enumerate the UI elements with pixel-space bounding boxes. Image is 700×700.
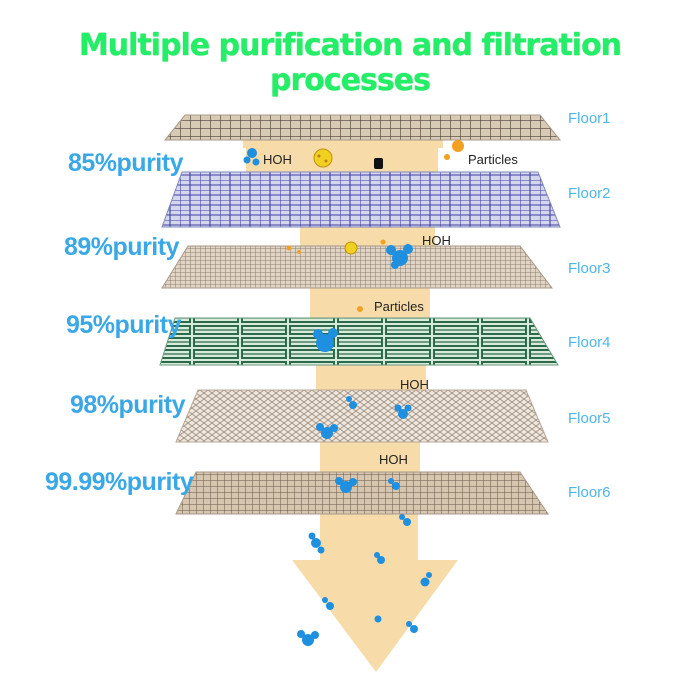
diagram-title: Multiple purification and filtration pro… (78, 28, 622, 98)
filter-layer-1 (163, 114, 562, 141)
floor-label-1: Floor1 (568, 110, 611, 127)
filter-layer-6 (175, 471, 549, 515)
purity-label-3: 95%purity (66, 311, 181, 339)
water-molecule (346, 396, 357, 409)
filter-layer-2 (161, 171, 561, 228)
water-molecule (374, 615, 382, 623)
particles-label-1: Particles (468, 152, 518, 167)
hoh-label-4: HOH (379, 452, 408, 467)
water-molecule (335, 477, 357, 493)
filter-layer-5 (175, 389, 549, 443)
water-molecule (399, 514, 411, 526)
floor-label-2: Floor2 (568, 185, 611, 202)
floor-label-6: Floor6 (568, 484, 611, 501)
purity-label-4: 98%purity (70, 391, 185, 419)
water-molecule (297, 630, 319, 646)
water-molecule (313, 328, 338, 352)
water-molecule (406, 621, 418, 633)
particles-label-2: Particles (374, 299, 424, 314)
water-molecule (322, 597, 334, 610)
purity-label-2: 89%purity (64, 233, 179, 261)
filter-layer-4 (159, 317, 559, 366)
water-molecule (374, 552, 385, 564)
water-molecule (316, 423, 338, 439)
floor-label-5: Floor5 (568, 410, 611, 427)
hoh-label-3: HOH (400, 377, 429, 392)
purity-label-1: 85%purity (68, 149, 183, 177)
purity-label-5: 99.99%purity (45, 468, 194, 496)
water-molecule (394, 404, 412, 419)
particles (286, 140, 464, 312)
water-molecule (308, 532, 325, 554)
hoh-label-1: HOH (263, 152, 292, 167)
filter-layer-3 (161, 245, 554, 289)
water-molecule (243, 148, 260, 166)
water-molecule (386, 244, 413, 269)
floor-label-4: Floor4 (568, 334, 611, 351)
water-molecule (420, 572, 432, 587)
water-molecules (243, 148, 432, 646)
floor-label-3: Floor3 (568, 260, 611, 277)
hoh-label-2: HOH (422, 233, 451, 248)
water-molecule (388, 478, 400, 490)
